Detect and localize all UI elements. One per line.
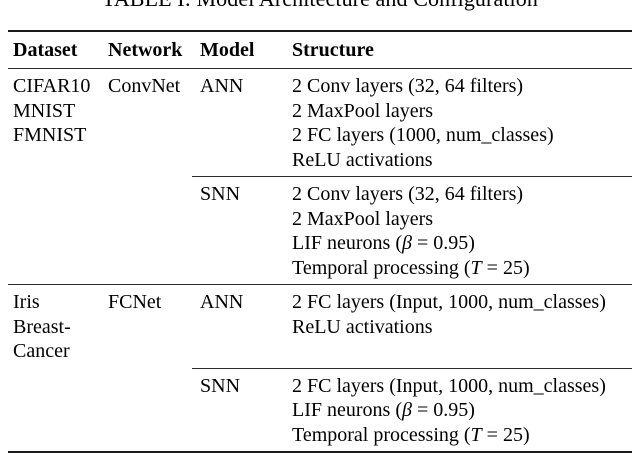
dataset-line: MNIST — [13, 99, 76, 122]
cell-structure: 2 FC layers (Input, 1000, num_classes) R… — [292, 290, 632, 339]
dataset-line: Iris — [13, 291, 40, 313]
table-header-row: Dataset Network Model Structure — [8, 32, 632, 68]
structure-line: 2 Conv layers (32, 64 filters) — [292, 75, 524, 97]
structure-line: LIF neurons (β = 0.95) — [292, 232, 475, 254]
table-row: CIFAR10 MNIST FMNIST ConvNet ANN 2 Conv … — [8, 69, 632, 176]
table-caption: TABLE I: Model Architecture and Configur… — [0, 0, 640, 12]
column-header-structure: Structure — [292, 39, 374, 61]
table-top-rule — [8, 30, 632, 32]
structure-line: 2 FC layers (Input, 1000, num_classes) — [292, 374, 606, 397]
structure-line: Temporal processing (T = 25) — [292, 423, 530, 446]
dataset-line: CIFAR10 — [13, 75, 91, 97]
header-bottom-rule — [8, 68, 632, 69]
table-row: SNN 2 FC layers (Input, 1000, num_classe… — [8, 369, 632, 452]
cell-network: FCNet — [108, 291, 162, 313]
table-row: Iris Breast- Cancer FCNet ANN 2 FC layer… — [8, 285, 632, 368]
structure-line: Temporal processing (T = 25) — [292, 256, 530, 279]
structure-line: ReLU activations — [292, 315, 433, 338]
structure-line: LIF neurons (β = 0.95) — [292, 399, 475, 421]
cell-structure: 2 Conv layers (32, 64 filters) 2 MaxPool… — [292, 182, 632, 280]
structure-line: 2 MaxPool layers — [292, 99, 434, 122]
model-separator-rule — [192, 176, 632, 177]
cell-structure: 2 Conv layers (32, 64 filters) 2 MaxPool… — [292, 74, 632, 172]
section-separator-rule — [8, 284, 632, 285]
structure-line: 2 FC layers (1000, num_classes) — [292, 124, 554, 146]
dataset-line: Cancer — [13, 340, 70, 362]
column-header-model: Model — [200, 39, 255, 61]
column-header-network: Network — [108, 39, 183, 61]
cell-model: SNN — [200, 183, 241, 205]
dataset-line: FMNIST — [13, 124, 87, 146]
structure-line: 2 Conv layers (32, 64 filters) — [292, 183, 524, 205]
column-header-dataset: Dataset — [13, 39, 78, 61]
model-architecture-table: Dataset Network Model Structure CIFAR10 … — [8, 30, 632, 453]
table-row: SNN 2 Conv layers (32, 64 filters) 2 Max… — [8, 177, 632, 284]
dataset-line: Breast- — [13, 315, 71, 338]
cell-network: ConvNet — [108, 75, 181, 97]
cell-model: SNN — [200, 374, 241, 397]
cell-model: ANN — [200, 291, 244, 313]
model-separator-rule — [192, 367, 632, 369]
cell-dataset: CIFAR10 MNIST FMNIST — [8, 74, 108, 148]
cell-model: ANN — [200, 75, 244, 97]
structure-line: 2 MaxPool layers — [292, 207, 434, 230]
structure-line: ReLU activations — [292, 148, 433, 171]
cell-dataset: Iris Breast- Cancer — [8, 290, 108, 364]
cell-structure: 2 FC layers (Input, 1000, num_classes) L… — [292, 374, 632, 448]
structure-line: 2 FC layers (Input, 1000, num_classes) — [292, 291, 606, 313]
